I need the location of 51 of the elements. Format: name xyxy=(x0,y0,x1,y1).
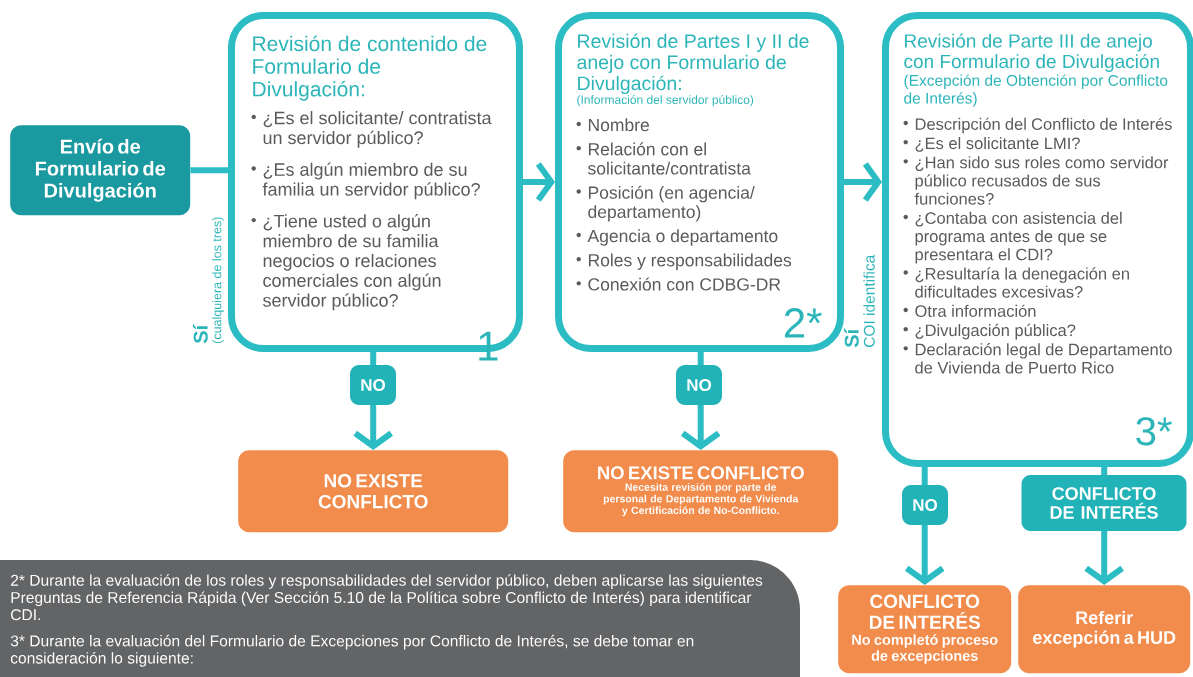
branch-label: Sí xyxy=(192,324,208,344)
result-box xyxy=(838,585,1012,674)
result-box xyxy=(563,450,839,533)
list-item: ¿Divulgación pública? xyxy=(903,323,1076,340)
edge-label: CONFLICTO DE INTERÉS xyxy=(1021,475,1187,531)
list-item: ¿Es el solicitante LMI? xyxy=(903,137,1080,152)
box-title: Referir excepción a HUD xyxy=(1033,610,1176,648)
box-title: NO EXISTE CONFLICTO xyxy=(318,474,428,509)
branch-label: Sí xyxy=(843,328,859,348)
start-box xyxy=(10,125,191,216)
step-number: 1 xyxy=(479,331,498,361)
card-heading: Revisión de contenido de Formulario de Divulgación: xyxy=(253,35,487,101)
branch-label: COI identifica xyxy=(863,254,875,347)
review-card xyxy=(882,12,1193,467)
edge-label: NO xyxy=(676,365,722,405)
step-number: 3* xyxy=(1136,417,1172,446)
review-card xyxy=(228,12,523,361)
box-note: Necesita revisión por parte de personal de Departamento de Vivienda y Certificación de No-Conflicto. xyxy=(603,483,799,517)
box-title: CONFLICTO DE INTERÉS xyxy=(869,594,980,629)
list-item: Declaración legal de Departamento de Vivienda de Puerto Rico xyxy=(903,343,1172,374)
box-note: No completó proceso de excepciones xyxy=(852,634,998,664)
list-item: ¿Resultaría la denegación en dificultades excesivas? xyxy=(903,267,1129,298)
result-box xyxy=(1018,585,1191,674)
card-heading: Revisión de Partes I y II de anejo con Formulario de Divulgación: xyxy=(577,33,809,95)
list-item: Agencia o departamento xyxy=(576,229,778,246)
card-subtitle: (Excepción de Obtención por Conflicto de Interés) xyxy=(904,74,1168,107)
list-item: ¿Tiene usted o algún miembro de su familia negocios o relaciones comerciales con algún servidor público? xyxy=(251,214,441,311)
list-item: ¿Es el solicitante/ contratista un servidor público? xyxy=(251,111,492,148)
list-item: Otra información xyxy=(903,304,1036,317)
footnote-text: 3* Durante la evaluación del Formulario de Excepciones por Conflicto de Interés, se debe tomar en consideración lo siguiente: xyxy=(10,634,694,667)
edge-label: NO xyxy=(350,365,396,405)
card-heading: Revisión de Parte III de anejo con Formulario de Divulgación xyxy=(904,33,1159,72)
result-box xyxy=(238,450,509,533)
list-item: Descripción del Conflicto de Interés xyxy=(903,117,1172,134)
note-panel xyxy=(0,560,800,677)
footnote-text: 2* Durante la evaluación de los roles y responsabilidades del servidor público, deben aplicarse las siguientes Preguntas de Referencia Rápida (Ver Sección 5.10 de la Política sobre Conflicto de Interés) para identificar CDI. xyxy=(11,574,763,621)
list-item: Relación con el solicitante/contratista xyxy=(576,142,751,175)
list-item: Posición (en agencia/ departamento) xyxy=(576,185,755,222)
list-item: Nombre xyxy=(576,118,649,132)
box-title: Envío de Formulario de Divulgación xyxy=(35,138,166,202)
box-title: NO EXISTE CONFLICTO xyxy=(598,466,804,480)
step-number: 2* xyxy=(784,308,822,338)
list-item: Roles y responsabilidades xyxy=(576,253,792,270)
card-subtitle: (Información del servidor público) xyxy=(577,95,754,107)
list-item: ¿Contaba con asistencia del programa antes de que se presentara el CDI? xyxy=(903,211,1122,264)
list-item: ¿Han sido sus roles como servidor público recusados de sus funciones? xyxy=(903,156,1169,205)
list-item: ¿Es algún miembro de su familia un servidor público? xyxy=(251,162,480,200)
branch-label: (cualquiera de los tres) xyxy=(212,217,224,344)
review-card xyxy=(555,12,844,352)
list-item: Conexión con CDBG-DR xyxy=(576,277,781,291)
edge-label: NO xyxy=(902,485,948,525)
